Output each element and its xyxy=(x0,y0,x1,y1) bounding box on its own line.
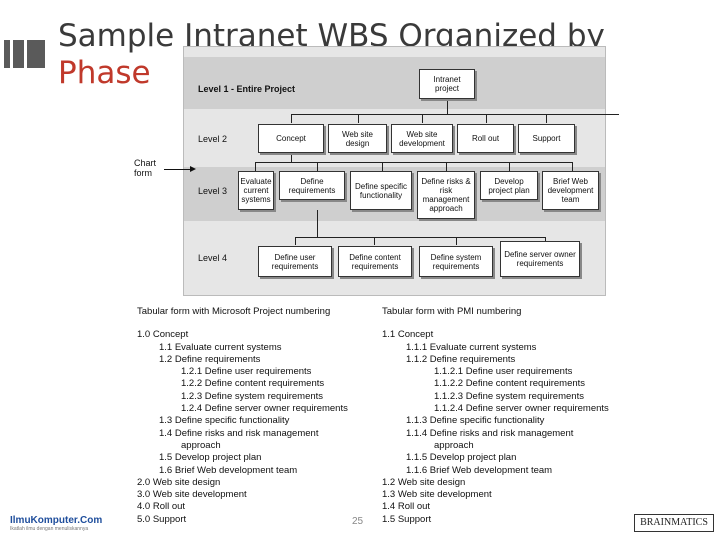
tabular-row: 1.5 Support xyxy=(382,513,432,525)
tabular-row: approach xyxy=(181,439,221,451)
decor-bar-3 xyxy=(27,40,45,68)
title-line-2: Phase xyxy=(58,55,151,91)
level-1-label: Level 1 - Entire Project xyxy=(198,84,296,94)
level-4-label: Level 4 xyxy=(198,253,228,263)
tabular-row: 1.1.2.1 Define user requirements xyxy=(434,366,573,378)
ilmukomputer-logo: IlmuKomputer.Com Ikatlah ilmu dengan men… xyxy=(10,515,102,532)
tabular-row: 2.0 Web site design xyxy=(137,476,221,488)
connector xyxy=(317,210,318,237)
connector xyxy=(291,114,292,123)
brainmatics-logo: BRAINMATICS xyxy=(634,514,714,532)
tabular-row: 1.2 Web site design xyxy=(382,476,466,488)
tabular-row: 1.0 Concept xyxy=(137,329,189,341)
wbs-node-l2: Web site design xyxy=(328,124,387,153)
tabular-row: 1.1.2 Define requirements xyxy=(406,353,516,365)
connector xyxy=(422,114,423,123)
connector xyxy=(291,114,619,115)
page-number: 25 xyxy=(352,516,364,527)
connector xyxy=(447,99,448,114)
tabular-row: 1.5 Develop project plan xyxy=(159,452,262,464)
tabular-row: 3.0 Web site development xyxy=(137,489,247,501)
connector xyxy=(456,237,457,245)
wbs-node-l3: Brief Web development team xyxy=(542,171,599,210)
tabular-row: 1.2.4 Define server owner requirements xyxy=(181,403,348,415)
wbs-node-l3: Develop project plan xyxy=(480,171,538,200)
tabular-ms-heading: Tabular form with Microsoft Project numb… xyxy=(137,306,331,317)
wbs-node-l2: Support xyxy=(518,124,575,153)
wbs-node-l3: Define risks & risk management approach xyxy=(417,171,475,219)
tabular-row: 1.1.5 Develop project plan xyxy=(406,452,517,464)
tabular-row: 1.1.4 Define risks and risk management xyxy=(406,427,574,439)
tabular-row: 1.1.6 Brief Web development team xyxy=(406,464,553,476)
tabular-pmi: Tabular form with PMI numbering 1.1 Conc… xyxy=(382,306,609,526)
connector xyxy=(486,114,487,123)
wbs-node-l3: Define requirements xyxy=(279,171,345,200)
tabular-row: 1.1.2.2 Define content requirements xyxy=(434,378,586,390)
wbs-node-l4: Define system requirements xyxy=(419,246,493,277)
wbs-node-l2: Roll out xyxy=(457,124,514,153)
tabular-row: 5.0 Support xyxy=(137,513,187,525)
wbs-node-root: Intranet project xyxy=(419,69,475,99)
tabular-ms-project: Tabular form with Microsoft Project numb… xyxy=(137,306,348,526)
tabular-row: 4.0 Roll out xyxy=(137,501,186,513)
tabular-row: 1.1.1 Evaluate current systems xyxy=(406,341,537,353)
level-1-band xyxy=(184,57,605,109)
tabular-row: 1.2.1 Define user requirements xyxy=(181,366,312,378)
decor-bar-1 xyxy=(4,40,10,68)
tabular-row: 1.1.2.4 Define server owner requirements xyxy=(434,403,609,415)
wbs-node-l4: Define content requirements xyxy=(338,246,412,277)
tabular-row: 1.2.2 Define content requirements xyxy=(181,378,325,390)
chart-form-arrow xyxy=(164,166,196,172)
level-3-label: Level 3 xyxy=(198,186,228,196)
connector xyxy=(295,237,296,245)
connector xyxy=(509,162,510,171)
tabular-row: 1.4 Roll out xyxy=(382,501,431,513)
tabular-pmi-heading: Tabular form with PMI numbering xyxy=(382,306,522,317)
tabular-row: 1.1 Evaluate current systems xyxy=(159,341,282,353)
tabular-row: approach xyxy=(434,439,474,451)
chart-form-label: Chart form xyxy=(134,158,157,178)
tabular-row: 1.3 Web site development xyxy=(382,489,492,501)
tabular-row: 1.4 Define risks and risk management xyxy=(159,427,319,439)
wbs-chart-panel: Level 1 - Entire Project Level 2 Level 3… xyxy=(183,46,619,296)
connector xyxy=(374,237,375,245)
connector xyxy=(382,162,383,171)
wbs-node-l2: Web site development xyxy=(391,124,453,153)
connector xyxy=(317,162,318,171)
tabular-row: 1.1.2.3 Define system requirements xyxy=(434,390,584,402)
connector xyxy=(291,153,292,162)
tabular-row: 1.3 Define specific functionality xyxy=(159,415,290,427)
wbs-node-l4: Define user requirements xyxy=(258,246,332,277)
logo-left-subtitle: Ikatlah ilmu dengan menuliskannya xyxy=(10,526,89,532)
tabular-row: 1.2.3 Define system requirements xyxy=(181,390,324,402)
connector xyxy=(255,162,573,163)
tabular-row: 1.6 Brief Web development team xyxy=(159,464,298,476)
tabular-row: 1.2 Define requirements xyxy=(159,353,261,365)
connector xyxy=(358,114,359,123)
wbs-node-l2: Concept xyxy=(258,124,324,153)
wbs-node-l3: Evaluate current systems xyxy=(238,171,274,210)
logo-left-text: IlmuKomputer.Com xyxy=(10,515,103,526)
connector xyxy=(295,237,546,238)
level-2-label: Level 2 xyxy=(198,134,228,144)
wbs-node-l4: Define server owner requirements xyxy=(500,241,580,277)
wbs-node-l3: Define specific functionality xyxy=(350,171,412,210)
connector xyxy=(255,162,256,171)
connector xyxy=(446,162,447,171)
decor-bar-2 xyxy=(13,40,24,68)
connector xyxy=(546,114,547,123)
tabular-row: 1.1.3 Define specific functionality xyxy=(406,415,545,427)
connector xyxy=(572,162,573,171)
tabular-row: 1.1 Concept xyxy=(382,329,434,341)
